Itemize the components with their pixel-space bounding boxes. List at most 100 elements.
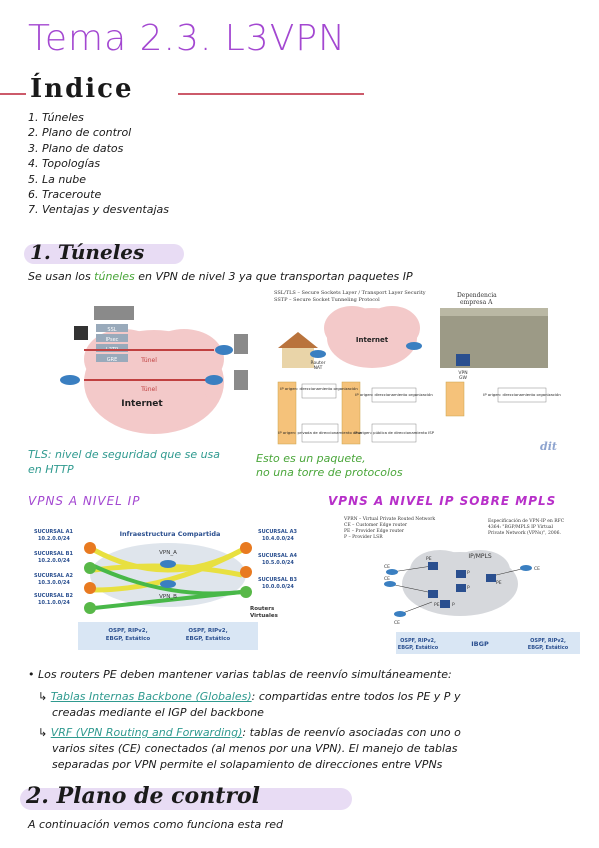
protocol-stack <box>96 324 128 332</box>
site-router-icon <box>84 602 96 614</box>
site-router-icon <box>240 586 252 598</box>
index-item: 1. Túneles <box>28 111 84 124</box>
ip-box-text: IP origen: direccionamiento organización <box>483 392 561 397</box>
site-name: SUCURSAL B1 <box>34 551 73 557</box>
building-icon <box>234 334 248 354</box>
protocol-line: SSL/TLS – Secure Sockets Layer / Transpo… <box>274 290 426 296</box>
routing-protocols: OSPF, RIPv2, <box>188 628 227 634</box>
vpn-gw-icon <box>456 354 470 366</box>
router-label: NAT <box>314 365 323 371</box>
dit-logo: dit <box>540 440 557 453</box>
ip-box <box>371 423 417 443</box>
node-label: CE <box>394 620 400 626</box>
index-item: 2. Plano de control <box>28 126 132 140</box>
node-label: PE <box>496 580 502 586</box>
legend-line: PE – Provider Edge router <box>344 528 405 534</box>
note-line: • Los routers PE deben mantener varias t… <box>28 668 452 681</box>
section-heading: 1. Túneles <box>30 240 145 264</box>
site-net: 10.4.0.0/24 <box>262 536 294 542</box>
spec-line: 4364: "BGP/MPLS IP Virtual <box>488 524 554 530</box>
stack-label: GRE <box>107 357 118 363</box>
arrow-icon: ↳ <box>38 726 51 739</box>
site-name: SUCURSAL A2 <box>34 573 74 579</box>
site-router-icon <box>84 562 96 574</box>
vrf-link: VRF (VPN Routing and Forwarding) <box>50 726 243 739</box>
routing-band <box>396 632 580 654</box>
ip-box-text: IP origen: direccionamiento organización <box>355 392 433 397</box>
legend-line: CE – Customer Edge router <box>344 522 408 528</box>
cloud-label: Internet <box>121 399 163 409</box>
site-net: 10.1.0.0/24 <box>38 600 70 606</box>
note-line: creadas mediante el IGP del backbone <box>52 706 264 719</box>
router-icon <box>160 560 176 568</box>
router-icon <box>520 565 532 571</box>
site-net: 10.0.0.0/24 <box>262 584 294 590</box>
index-item: 4. Topologías <box>28 157 101 171</box>
house-icon <box>94 306 134 320</box>
index-item: 3. Plano de datos <box>28 141 124 155</box>
user-icon <box>74 326 88 340</box>
ip-box-text: IP origen: pública de direccionamiento I… <box>354 430 435 435</box>
packet-stack <box>277 381 465 445</box>
node-label: PE <box>434 602 440 608</box>
ibgp-label: IBGP <box>471 640 489 648</box>
index-item: 5. La nube <box>28 172 87 186</box>
vpn-mpls-heading: VPNs a nivel IP sobre MPLS <box>328 494 557 508</box>
intro-text: Se usan los <box>28 270 95 283</box>
routing-protocols: OSPF, RIPv2, <box>530 638 566 644</box>
index-list: 1. Túneles 2. Plano de control 3. Plano … <box>28 110 169 218</box>
router-icon <box>386 569 398 575</box>
section-heading: 2. Plano de control <box>26 783 260 809</box>
node-label: CE <box>384 564 390 570</box>
router-icon <box>60 375 80 385</box>
dependency-label: empresa A <box>460 299 493 306</box>
node-label: P <box>467 585 470 591</box>
router-icon <box>310 350 326 358</box>
routing-protocols: EBGP, Estático <box>106 635 151 642</box>
note-text: : compartidas entre todos los PE y P y <box>251 690 461 703</box>
router-icon <box>205 375 223 385</box>
router-label: Router <box>311 360 326 366</box>
ip-box <box>301 423 339 443</box>
site-router-icon <box>84 542 96 554</box>
routing-protocols: EBGP, Estático <box>186 635 231 642</box>
routing-protocols: EBGP, Estático <box>398 644 439 651</box>
routing-band <box>78 622 258 650</box>
building-icon <box>234 370 248 390</box>
site-name: SUCURSAL A4 <box>258 553 298 559</box>
vpn-ip-diagram: Infraestructura Compartida VPN_A VPN_B R… <box>34 529 298 650</box>
site-name: SUCURSAL A1 <box>34 529 74 535</box>
router-icon <box>406 342 422 350</box>
index-item: 7. Ventajas y desventajas <box>28 203 170 217</box>
node-label: P <box>467 570 470 576</box>
spec-line: Especificación de VPN-IP en RFC <box>488 517 565 524</box>
note-text: : tablas de reenvío asociadas con uno o <box>242 726 461 739</box>
section-highlight <box>24 244 184 264</box>
bullet-icon: • <box>28 668 38 681</box>
router-icon <box>160 580 176 588</box>
ip-box <box>371 387 417 403</box>
spec-line: Private Network (VPNs)", 2006. <box>488 529 561 536</box>
tables-link: Tablas Internas Backbone (Globales) <box>50 690 252 703</box>
routers-label: Routers <box>250 606 275 612</box>
site-name: SUCURSAL A3 <box>258 529 298 535</box>
stack-label: SSL <box>107 327 116 333</box>
tls-note-line: TLS: nivel de seguridad que se usa <box>28 448 221 461</box>
intro-highlight: túneles <box>94 270 135 283</box>
node-label: CE <box>534 566 540 572</box>
router-icon <box>384 581 396 587</box>
note-line: separadas por VPN permite el solapamient… <box>52 758 443 771</box>
note-line: varios sites (CE) conectados (al menos p… <box>52 742 458 755</box>
note-text: Los routers PE deben mantener varias tab… <box>38 668 452 681</box>
packet-note-line: Esto es un paquete, <box>256 452 366 465</box>
vpn-mpls-diagram: VPRN – Virtual Private Routed Network CE… <box>343 516 580 654</box>
ip-box-text: IP origen: direccionamiento organización <box>280 386 358 391</box>
tunnel-diagram: SSL IPsec L2TP GRE Túnel Túnel Internet <box>60 306 248 434</box>
site-router-icon <box>240 542 252 554</box>
node-label: P <box>452 602 455 608</box>
index-rule-right <box>178 93 364 95</box>
tunnel-label: Túnel <box>140 357 157 364</box>
site-name: SUCURSAL B2 <box>34 593 73 599</box>
index-heading: Índice <box>30 74 134 104</box>
intro-text: en VPN de nivel 3 ya que transportan paq… <box>134 270 413 283</box>
